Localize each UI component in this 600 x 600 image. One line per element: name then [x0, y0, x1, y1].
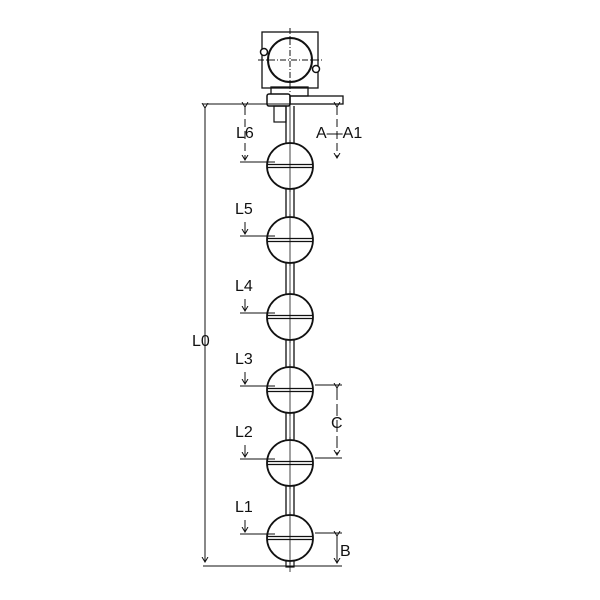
c-label: C	[331, 415, 343, 432]
float-ball	[266, 291, 314, 343]
floats	[266, 140, 314, 564]
float-ball	[266, 364, 314, 416]
float-ball	[266, 140, 314, 192]
float-distance-label-l1: L1	[235, 499, 253, 516]
float-ball	[266, 437, 314, 489]
junction-box-head	[258, 28, 344, 123]
l0-label: L0	[192, 333, 210, 350]
float-ball	[266, 512, 314, 564]
float-distance-label-l6: L6	[236, 125, 254, 142]
float-distance-labels: L1 L2 L3 L4 L5 L6	[235, 107, 275, 535]
float-ball	[266, 214, 314, 266]
float-distance-label-l3: L3	[235, 351, 253, 368]
b-label: B	[340, 543, 351, 560]
a-a1-label: A—A1	[316, 125, 362, 142]
float-distance-label-l5: L5	[235, 201, 253, 218]
float-distance-label-l4: L4	[235, 278, 253, 295]
float-distance-label-l2: L2	[235, 424, 253, 441]
